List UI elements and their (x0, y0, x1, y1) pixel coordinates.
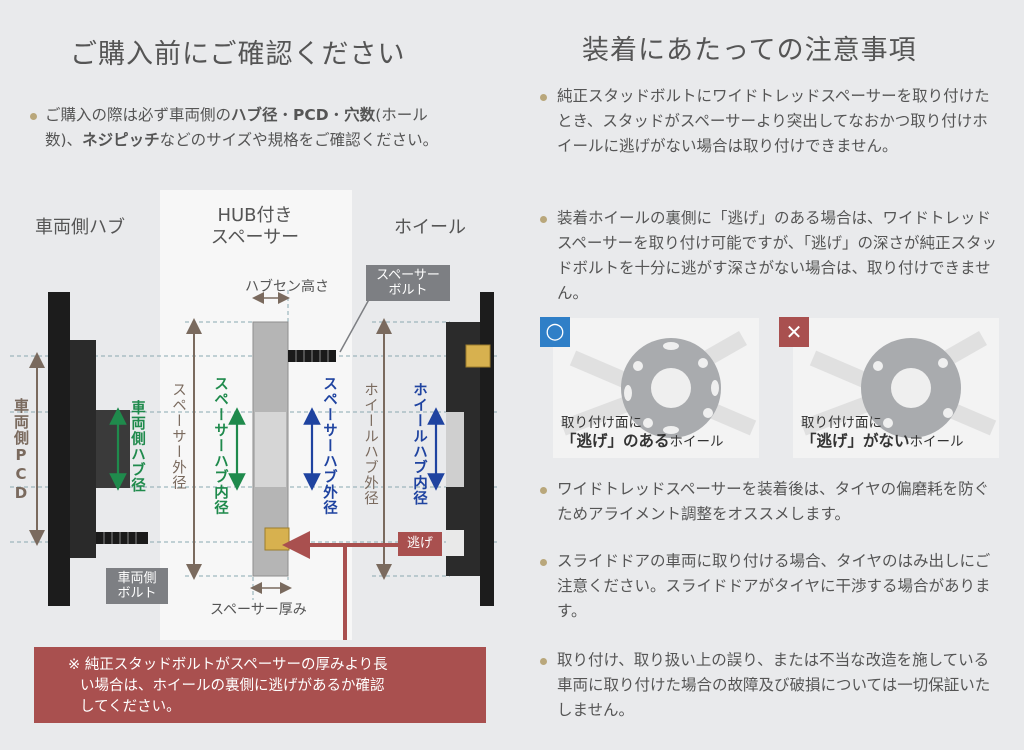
thumb-ng-cap1: 取り付け面に (801, 415, 882, 431)
wheel-without-relief-caption: 取り付け面に 「逃げ」がないホイール (801, 414, 964, 451)
wheel-hub-outer-label: ホイールハブ外径 (362, 382, 378, 506)
ok-mark-icon: ○ (540, 317, 570, 347)
thumb-ok-cap2: 「逃げ」のある (561, 432, 670, 450)
spacer-hub-outer-label: スペーサーハブ外径 (321, 376, 337, 516)
thumb-ok-cap1: 取り付け面に (561, 415, 642, 431)
intro-part: ご購入の際は必ず車両側の (45, 106, 232, 124)
bullet-4 (540, 559, 547, 566)
intro-part: (ホール (375, 106, 428, 124)
wheel-with-relief-image: 取り付け面に 「逃げ」のあるホイール (553, 318, 759, 458)
bullet-1 (540, 94, 547, 101)
relief-tag: 逃げ (398, 532, 442, 556)
spacer-column-label: HUB付き スペーサー (170, 205, 340, 249)
vehicle-bolt-line2: ボルト (117, 586, 157, 601)
vehicle-bolt-line1: 車両側 (117, 571, 157, 586)
thumb-ok-cap3: ホイール (669, 434, 724, 450)
caution-text-2: 装着ホイールの裏側に「逃げ」のある場合は、ワイドトレッドスペーサーを取り付け可能… (557, 209, 998, 302)
hub-center-height-label: ハブセン高さ (245, 279, 329, 295)
vehicle-hub-label: 車両側ハブ (35, 217, 125, 238)
spacer-no-relief-graphic (800, 331, 997, 438)
spacer-outer-dia-label: スペーサー外径 (170, 382, 186, 491)
intro-bold-hub: ハブ径 (231, 106, 278, 124)
spacer-thickness-label: スペーサー厚み (210, 602, 307, 618)
intro-part: 数)、 (45, 131, 83, 149)
spacer-bolt-line2: ボルト (388, 283, 428, 298)
right-title: 装着にあたっての注意事項 (582, 35, 917, 66)
bullet-3 (540, 487, 547, 494)
vehicle-hub-dia-label: 車両側ハブ径 (129, 400, 145, 493)
spacer-label-line2: スペーサー (210, 227, 300, 248)
note-line3: してください。 (80, 699, 181, 715)
intro-bold-holes: 穴数 (344, 106, 376, 124)
ng-mark-icon: ✕ (779, 317, 809, 347)
bullet-5 (540, 658, 547, 665)
caution-text-5: 取り付け、取り扱い上の誤り、または不当な改造を施している車両に取り付けた場合の故… (557, 651, 991, 719)
caution-text-1: 純正スタッドボルトにワイドトレッドスペーサーを取り付けたとき、スタッドがスペーサ… (557, 87, 990, 155)
spacer-bolt-line1: スペーサー (376, 268, 440, 283)
wheel-label: ホイール (394, 217, 466, 238)
note-line1: ※ 純正スタッドボルトがスペーサーの厚みより長 (68, 657, 388, 673)
spacer-hub-inner-label: スペーサーハブ内径 (212, 376, 228, 516)
ok-mark-glyph: ○ (545, 319, 565, 344)
intro-bold-pitch: ネジピッチ (82, 131, 160, 149)
wheel-without-relief-image: 取り付け面に 「逃げ」がないホイール (793, 318, 999, 458)
ng-mark-glyph: ✕ (785, 320, 803, 344)
intro-part: ・ (277, 106, 294, 124)
spacer-relief-graphic (560, 331, 757, 438)
intro-text: ご購入の際は必ず車両側のハブ径・PCD・穴数(ホール 数)、ネジピッチなどのサイ… (45, 103, 490, 153)
bolt-warning-note: ※ 純正スタッドボルトがスペーサーの厚みより長 い場合は、ホイールの裏側に逃げが… (34, 647, 486, 723)
intro-part: などのサイズや規格をご確認ください。 (159, 131, 439, 149)
caution-text-3: ワイドトレッドスペーサーを装着後は、タイヤの偏磨耗を防ぐためアライメント調整をオ… (557, 480, 990, 523)
thumb-ng-cap2: 「逃げ」がない (801, 432, 910, 450)
thumb-ng-cap3: ホイール (909, 434, 964, 450)
wheel-hub-inner-label: ホイールハブ内径 (411, 382, 427, 506)
intro-bold-pcd: PCD (293, 106, 329, 124)
left-title: ご購入前にご確認ください (70, 39, 406, 70)
vehicle-pcd-label: 車両側PCD (12, 398, 30, 503)
intro-part: ・ (328, 106, 345, 124)
diagram-drawing (10, 290, 500, 640)
vehicle-bolt-tag: 車両側 ボルト (106, 568, 168, 604)
spacer-label-line1: HUB付き (217, 205, 293, 226)
spacer-bolt-tag: スペーサー ボルト (366, 265, 450, 301)
bullet-2 (540, 216, 547, 223)
spacer-diagram: 車両側ハブ HUB付き スペーサー ホイール (0, 190, 520, 640)
wheel-with-relief-caption: 取り付け面に 「逃げ」のあるホイール (561, 414, 724, 451)
caution-text-4: スライドドアの車両に取り付ける場合、タイヤのはみ出しにご注意ください。スライドド… (557, 552, 991, 620)
intro-bullet (30, 113, 37, 120)
note-line2: い場合は、ホイールの裏側に逃げがあるか確認 (80, 678, 385, 694)
